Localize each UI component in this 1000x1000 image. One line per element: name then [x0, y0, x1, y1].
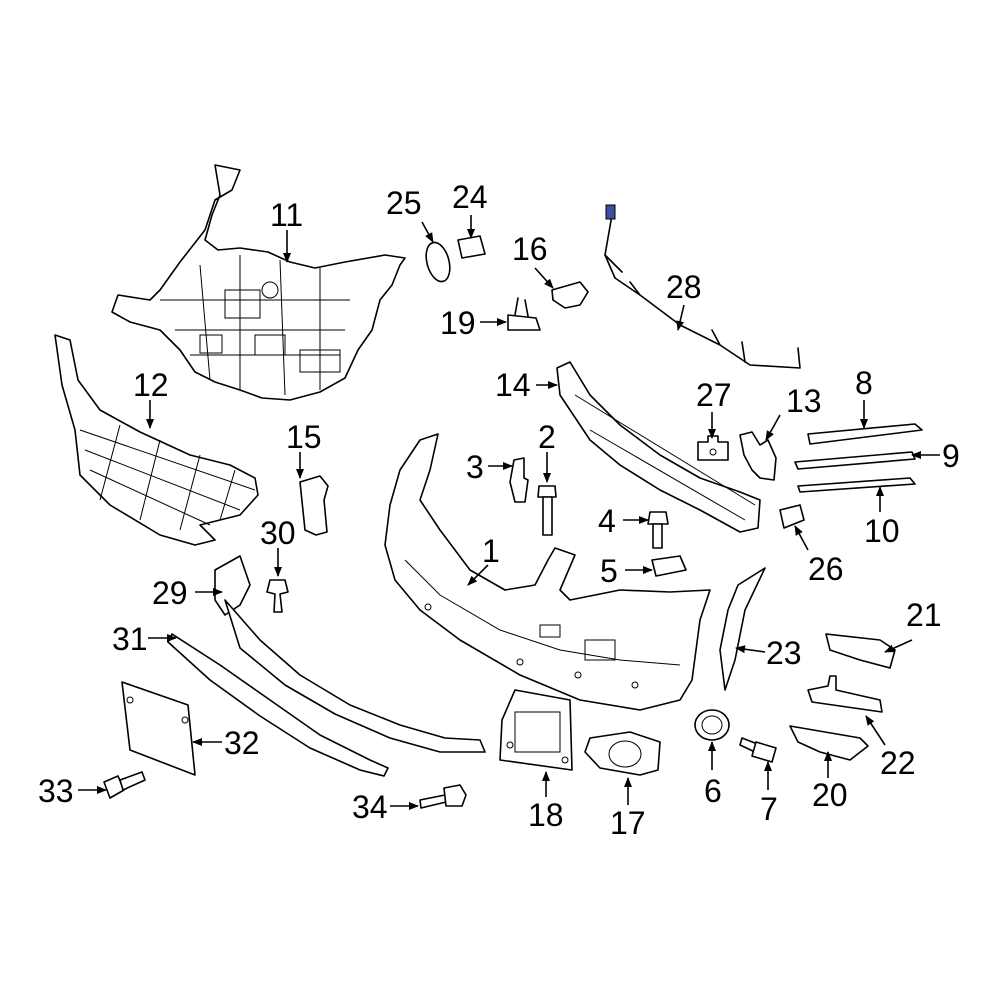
part-11-carrier[interactable] [111, 164, 406, 401]
callout-8: 8 [855, 365, 873, 401]
part-28-harness[interactable] [604, 204, 801, 369]
part-18-insert[interactable] [499, 689, 573, 771]
callout-9: 9 [942, 438, 960, 474]
callout-33: 33 [38, 773, 74, 809]
callout-15: 15 [286, 419, 322, 455]
callout-18: 18 [528, 797, 564, 833]
callout-11: 11 [270, 197, 303, 233]
callout-29: 29 [152, 575, 188, 611]
part-22-bracket[interactable] [807, 675, 883, 713]
callout-5: 5 [600, 553, 618, 589]
callout-2: 2 [538, 419, 556, 455]
part-24-block[interactable] [457, 235, 486, 259]
part-13-bracket[interactable] [739, 431, 777, 481]
callout-26: 26 [808, 551, 844, 587]
callout-20: 20 [812, 777, 848, 813]
part-26-cap[interactable] [779, 504, 805, 529]
callout-23: 23 [766, 635, 802, 671]
callout-16: 16 [512, 231, 548, 267]
callout-10: 10 [864, 513, 900, 549]
callout-34: 34 [352, 789, 388, 825]
part-32-license-bracket[interactable] [121, 681, 196, 776]
part-8-strip[interactable] [807, 423, 923, 445]
callout-12: 12 [133, 367, 169, 403]
leader-21 [884, 639, 913, 653]
callout-31: 31 [112, 621, 148, 657]
part-9-strip[interactable] [794, 451, 916, 470]
part-17-bezel[interactable] [584, 731, 661, 776]
callout-14: 14 [495, 367, 531, 403]
callout-3: 3 [466, 449, 484, 485]
part-15-bracket[interactable] [299, 475, 329, 536]
part-16-sensor-bracket[interactable] [551, 281, 589, 309]
part-4-bolt[interactable] [647, 511, 669, 549]
part-12-grille[interactable] [54, 334, 259, 546]
leader-13 [765, 414, 781, 441]
callout-7: 7 [760, 791, 778, 827]
part-31-trim[interactable] [167, 633, 389, 777]
part-7-bolt[interactable] [739, 737, 777, 763]
leader-25 [421, 221, 434, 243]
part-6-fog-light[interactable] [694, 709, 730, 741]
part-10-strip[interactable] [797, 477, 916, 493]
callout-24: 24 [452, 179, 488, 215]
part-29-bracket[interactable] [214, 555, 251, 616]
leader-lines [78, 215, 940, 810]
part-14-absorber[interactable] [556, 361, 761, 533]
part-20-trim[interactable] [789, 725, 869, 761]
leader-23 [735, 645, 766, 654]
callout-30: 30 [260, 515, 296, 551]
callout-1: 1 [482, 533, 500, 569]
callout-22: 22 [880, 745, 916, 781]
part-25-ring[interactable] [422, 240, 454, 284]
callout-28: 28 [666, 269, 702, 305]
part-21-trim[interactable] [825, 633, 896, 669]
part-1-bumper-cover[interactable] [384, 433, 711, 711]
lower-spoiler[interactable] [224, 599, 486, 753]
callout-17: 17 [610, 805, 646, 841]
callout-4: 4 [598, 503, 616, 539]
callout-6: 6 [704, 773, 722, 809]
part-19-sensor[interactable] [507, 297, 541, 331]
part-2-bolt[interactable] [537, 485, 557, 536]
part-30-clip[interactable] [266, 579, 289, 613]
part-34-screw[interactable] [419, 784, 467, 809]
callout-27: 27 [696, 377, 732, 413]
part-27-holder[interactable] [697, 435, 729, 461]
leader-22 [865, 715, 886, 746]
callout-32: 32 [224, 725, 260, 761]
part-5-clip[interactable] [651, 555, 687, 577]
leader-16 [534, 267, 554, 289]
callout-13: 13 [786, 383, 822, 419]
leader-28 [676, 304, 685, 331]
callout-numbers: 11 12 15 30 29 31 32 33 34 1 2 3 4 5 14 … [38, 179, 960, 841]
leader-26 [794, 525, 809, 551]
callout-25: 25 [386, 185, 422, 221]
callout-19: 19 [440, 305, 476, 341]
leader-1 [467, 564, 489, 586]
part-23-molding[interactable] [719, 567, 766, 691]
part-33-bolt[interactable] [103, 771, 146, 799]
part-3-clip[interactable] [509, 457, 529, 503]
callout-21: 21 [906, 597, 942, 633]
